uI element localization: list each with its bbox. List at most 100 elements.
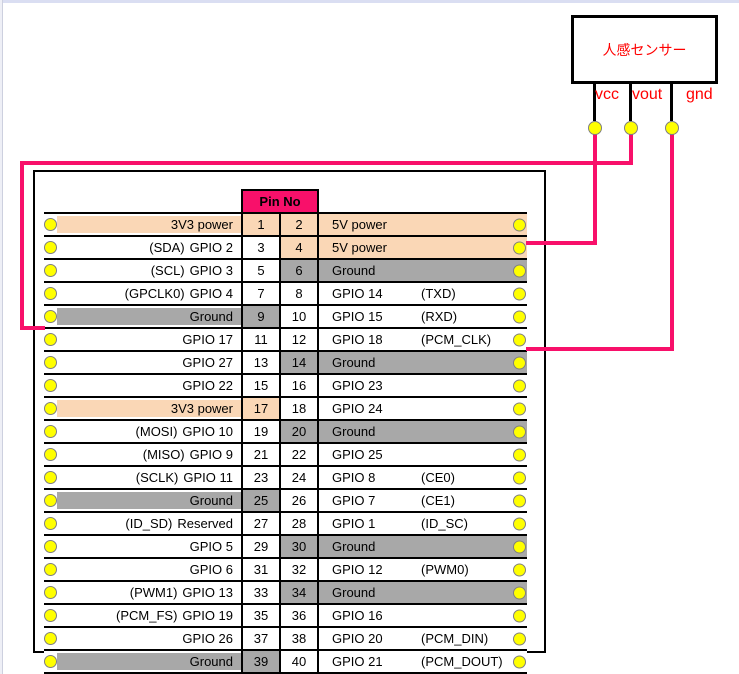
pin-hole-icon [513, 333, 527, 346]
left-pin-name: GPIO 13 [182, 585, 233, 600]
right-pin-name: GPIO 23 [332, 378, 383, 393]
pin-number-even: 38 [278, 626, 320, 651]
right-pin-cell: Ground [317, 419, 528, 444]
pin-hole-icon [44, 310, 57, 323]
right-pin-cell: GPIO 23 [317, 373, 528, 398]
pin-row: (SCLK) GPIO 11 23 24 GPIO 8 (CE0) [44, 465, 528, 490]
pin-number-odd: 5 [241, 258, 281, 283]
pin-row: GPIO 22 15 16 GPIO 23 [44, 373, 528, 398]
right-pin-cell: GPIO 20 (PCM_DIN) [317, 626, 528, 651]
pin-number-odd: 9 [241, 304, 281, 329]
left-pin-function: (PCM_FS) [116, 608, 178, 623]
pin-number-odd: 31 [241, 557, 281, 582]
pin-number-even: 30 [278, 534, 320, 559]
right-pin-function: (PCM_DIN) [421, 631, 489, 646]
left-pin-label: GPIO 26 [57, 630, 241, 647]
pin-number-odd: 1 [241, 212, 281, 237]
sensor-terminal-label-gnd: gnd [686, 86, 713, 103]
pin-row: Ground 25 26 GPIO 7 (CE1) [44, 488, 528, 513]
pin-table-header-row: Pin No [44, 189, 527, 214]
pin-hole-icon [44, 494, 57, 507]
pin-row: 3V3 power 17 18 GPIO 24 [44, 396, 528, 421]
left-pin-cell: (SCL) GPIO 3 [44, 258, 243, 283]
right-pin-function: (PCM_DOUT) [421, 654, 503, 669]
right-pin-cell: GPIO 7 (CE1) [317, 488, 528, 513]
pin-row: GPIO 17 11 12 GPIO 18 (PCM_CLK) [44, 327, 528, 352]
right-pin-name: GPIO 21 [332, 654, 383, 669]
pin-number-odd: 27 [241, 511, 281, 536]
pin-no-header: Pin No [240, 189, 320, 214]
pin-number-even: 16 [278, 373, 320, 398]
pin-hole-icon [44, 563, 57, 576]
pin-hole-icon [44, 402, 57, 415]
left-pin-cell: GPIO 17 [44, 327, 243, 352]
window-left-edge [0, 0, 3, 674]
pin-number-even: 12 [278, 327, 320, 352]
right-pin-name: GPIO 20 [332, 631, 383, 646]
pin-row: (SCL) GPIO 3 5 6 Ground [44, 258, 528, 283]
left-pin-name: Ground [189, 493, 233, 508]
left-pin-label: (PCM_FS) GPIO 19 [57, 607, 241, 624]
pin-hole-icon [513, 586, 527, 599]
left-pin-name: GPIO 22 [182, 378, 233, 393]
pin-number-odd: 33 [241, 580, 281, 605]
right-pin-cell: Ground [317, 580, 528, 605]
pin-hole-icon [513, 402, 527, 415]
pin-hole-icon [513, 609, 527, 622]
right-pin-function: (PCM_CLK) [421, 332, 492, 347]
left-pin-name: 3V3 power [170, 217, 233, 232]
pin-number-odd: 37 [241, 626, 281, 651]
left-pin-name: GPIO 9 [189, 447, 233, 462]
motion-sensor-label: 人感センサー [602, 41, 687, 58]
right-pin-cell: GPIO 21 (PCM_DOUT) [317, 649, 528, 674]
left-pin-cell: GPIO 5 [44, 534, 243, 559]
gpio-pin-table: Pin No 3V3 power 1 2 5V power [44, 189, 528, 674]
left-pin-label: (ID_SD) Reserved [57, 515, 241, 532]
pin-hole-icon [513, 540, 527, 553]
left-pin-name: 3V3 power [170, 401, 233, 416]
right-pin-function: (TXD) [421, 286, 456, 301]
right-pin-name: 5V power [332, 217, 387, 232]
left-pin-name: GPIO 2 [189, 240, 233, 255]
pin-hole-icon [44, 609, 57, 622]
left-pin-label: 3V3 power [57, 400, 241, 417]
pin-hole-icon [513, 310, 527, 323]
pin-hole-icon [44, 471, 57, 484]
left-pin-cell: (MISO) GPIO 9 [44, 442, 243, 467]
left-pin-name: GPIO 4 [189, 286, 233, 301]
right-pin-cell: 5V power [317, 212, 528, 237]
right-pin-cell: GPIO 8 (CE0) [317, 465, 528, 490]
pin-hole-icon [513, 218, 527, 231]
pin-number-even: 14 [278, 350, 320, 375]
right-pin-cell: GPIO 15 (RXD) [317, 304, 528, 329]
pin-row: (MOSI) GPIO 10 19 20 Ground [44, 419, 528, 444]
pin-hole-icon [513, 632, 527, 645]
pin-hole-icon [513, 471, 527, 484]
left-pin-label: GPIO 17 [57, 331, 241, 348]
pin-number-even: 24 [278, 465, 320, 490]
left-pin-label: GPIO 6 [57, 561, 241, 578]
right-pin-function: (RXD) [421, 309, 458, 324]
pin-hole-icon [44, 655, 57, 668]
left-pin-label: Ground [57, 653, 241, 670]
left-pin-name: GPIO 17 [182, 332, 233, 347]
right-pin-name: GPIO 7 [332, 493, 376, 508]
pin-hole-icon [513, 563, 527, 576]
pin-number-odd: 25 [241, 488, 281, 513]
pin-row: Ground 39 40 GPIO 21 (PCM_DOUT) [44, 649, 528, 674]
left-pin-label: (PWM1) GPIO 13 [57, 584, 241, 601]
pin-number-even: 6 [278, 258, 320, 283]
left-pin-cell: Ground [44, 649, 243, 674]
right-pin-name: GPIO 24 [332, 401, 383, 416]
sensor-pin-icon-vcc [588, 121, 602, 135]
right-pin-name: GPIO 15 [332, 309, 383, 324]
left-pin-function: (GPCLK0) [124, 286, 185, 301]
left-pin-function: (ID_SD) [125, 516, 173, 531]
sensor-pin-icon-vout [624, 121, 638, 135]
right-pin-cell: GPIO 14 (TXD) [317, 281, 528, 306]
pin-hole-icon [44, 540, 57, 553]
pin-row: (PCM_FS) GPIO 19 35 36 GPIO 16 [44, 603, 528, 628]
left-pin-cell: (ID_SD) Reserved [44, 511, 243, 536]
left-pin-name: Ground [189, 654, 233, 669]
